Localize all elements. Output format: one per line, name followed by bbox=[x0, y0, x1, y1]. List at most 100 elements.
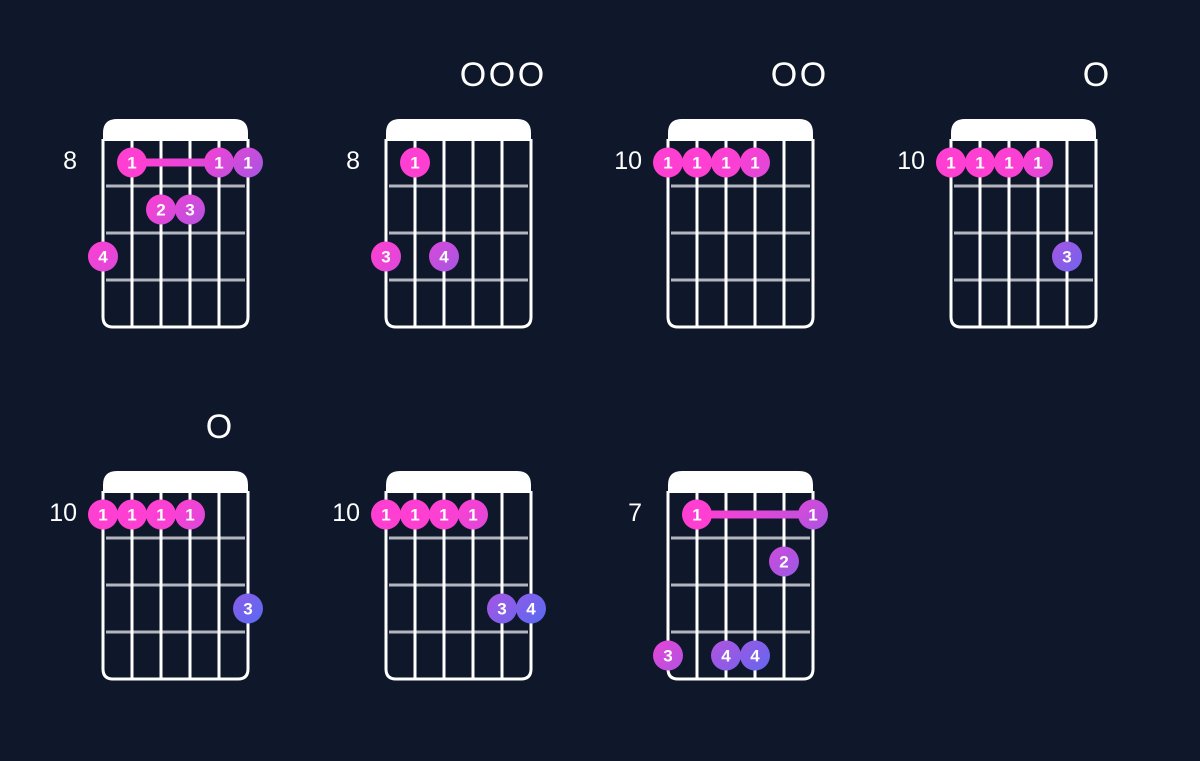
finger-number: 1 bbox=[410, 154, 419, 173]
finger-dot: 2 bbox=[769, 546, 799, 577]
finger-dot-circle bbox=[936, 147, 966, 178]
finger-dot: 1 bbox=[371, 499, 401, 530]
finger-dot-circle bbox=[740, 147, 770, 178]
finger-dot: 1 bbox=[965, 147, 995, 178]
finger-dot-circle bbox=[487, 593, 517, 624]
nut-header bbox=[386, 119, 531, 141]
finger-dot: 1 bbox=[117, 499, 147, 530]
finger-dot-circle bbox=[653, 147, 683, 178]
finger-dot: 1 bbox=[740, 147, 770, 178]
finger-dot: 1 bbox=[233, 147, 263, 178]
finger-dot-circle bbox=[400, 499, 430, 530]
finger-dot-circle bbox=[653, 640, 683, 671]
finger-dot-circle bbox=[429, 499, 459, 530]
fretboard-frame bbox=[101, 139, 250, 329]
finger-dot-circle bbox=[371, 241, 401, 272]
open-string-marker: O bbox=[517, 56, 545, 94]
finger-dot-circle bbox=[146, 194, 176, 225]
fretboard-frame bbox=[384, 491, 533, 681]
finger-dot-circle bbox=[769, 546, 799, 577]
finger-number: 3 bbox=[243, 600, 252, 619]
finger-dot-circle bbox=[682, 499, 712, 530]
finger-dot-circle bbox=[204, 147, 234, 178]
finger-dot-circle bbox=[400, 147, 430, 178]
finger-number: 1 bbox=[663, 154, 672, 173]
nut-header bbox=[668, 119, 813, 141]
start-fret-label: 7 bbox=[628, 498, 642, 527]
finger-dot: 4 bbox=[711, 640, 741, 671]
finger-number: 1 bbox=[808, 506, 817, 525]
finger-dot: 1 bbox=[682, 147, 712, 178]
finger-number: 2 bbox=[779, 553, 788, 572]
finger-dot: 1 bbox=[1023, 147, 1053, 178]
open-string-marker: O bbox=[1082, 56, 1110, 94]
fretboard-frame bbox=[666, 491, 815, 681]
finger-dot-circle bbox=[994, 147, 1024, 178]
finger-dot: 3 bbox=[1052, 241, 1082, 272]
finger-dot-circle bbox=[233, 593, 263, 624]
open-string-marker: O bbox=[205, 408, 233, 446]
nut-header bbox=[103, 119, 248, 141]
nut-header bbox=[951, 119, 1096, 141]
finger-number: 1 bbox=[692, 154, 701, 173]
start-fret-label: 8 bbox=[346, 146, 360, 175]
finger-number: 1 bbox=[1033, 154, 1042, 173]
finger-dot: 3 bbox=[487, 593, 517, 624]
finger-number: 4 bbox=[750, 647, 760, 666]
finger-number: 1 bbox=[381, 506, 390, 525]
start-fret-label: 10 bbox=[49, 498, 77, 527]
finger-number: 2 bbox=[156, 201, 165, 220]
finger-dot-circle bbox=[711, 147, 741, 178]
fretboard-frame bbox=[101, 491, 250, 681]
finger-dot-circle bbox=[429, 241, 459, 272]
finger-number: 4 bbox=[98, 248, 108, 267]
finger-dot: 1 bbox=[204, 147, 234, 178]
finger-dot-circle bbox=[1023, 147, 1053, 178]
finger-number: 1 bbox=[721, 154, 730, 173]
finger-number: 3 bbox=[1062, 248, 1071, 267]
finger-number: 4 bbox=[526, 600, 536, 619]
finger-number: 3 bbox=[381, 248, 390, 267]
finger-dot-circle bbox=[175, 499, 205, 530]
finger-dot-circle bbox=[88, 241, 118, 272]
finger-dot: 1 bbox=[458, 499, 488, 530]
finger-number: 1 bbox=[127, 506, 136, 525]
finger-dot: 1 bbox=[146, 499, 176, 530]
finger-dot: 1 bbox=[682, 499, 712, 530]
finger-number: 1 bbox=[1004, 154, 1013, 173]
open-string-markers: O bbox=[891, 57, 1156, 97]
finger-dot: 1 bbox=[798, 499, 828, 530]
finger-dot-circle bbox=[117, 499, 147, 530]
finger-number: 3 bbox=[185, 201, 194, 220]
finger-dot-circle bbox=[88, 499, 118, 530]
finger-dot: 1 bbox=[653, 147, 683, 178]
finger-number: 1 bbox=[468, 506, 477, 525]
finger-number: 1 bbox=[975, 154, 984, 173]
open-string-marker: O bbox=[799, 56, 827, 94]
finger-dot: 1 bbox=[400, 147, 430, 178]
finger-number: 1 bbox=[214, 154, 223, 173]
finger-number: 1 bbox=[127, 154, 136, 173]
barre-bar bbox=[697, 510, 813, 519]
finger-dot-circle bbox=[117, 147, 147, 178]
finger-dot: 3 bbox=[175, 194, 205, 225]
finger-number: 1 bbox=[439, 506, 448, 525]
finger-number: 1 bbox=[946, 154, 955, 173]
open-string-marker: O bbox=[488, 56, 516, 94]
finger-dot: 1 bbox=[117, 147, 147, 178]
finger-dot: 1 bbox=[994, 147, 1024, 178]
